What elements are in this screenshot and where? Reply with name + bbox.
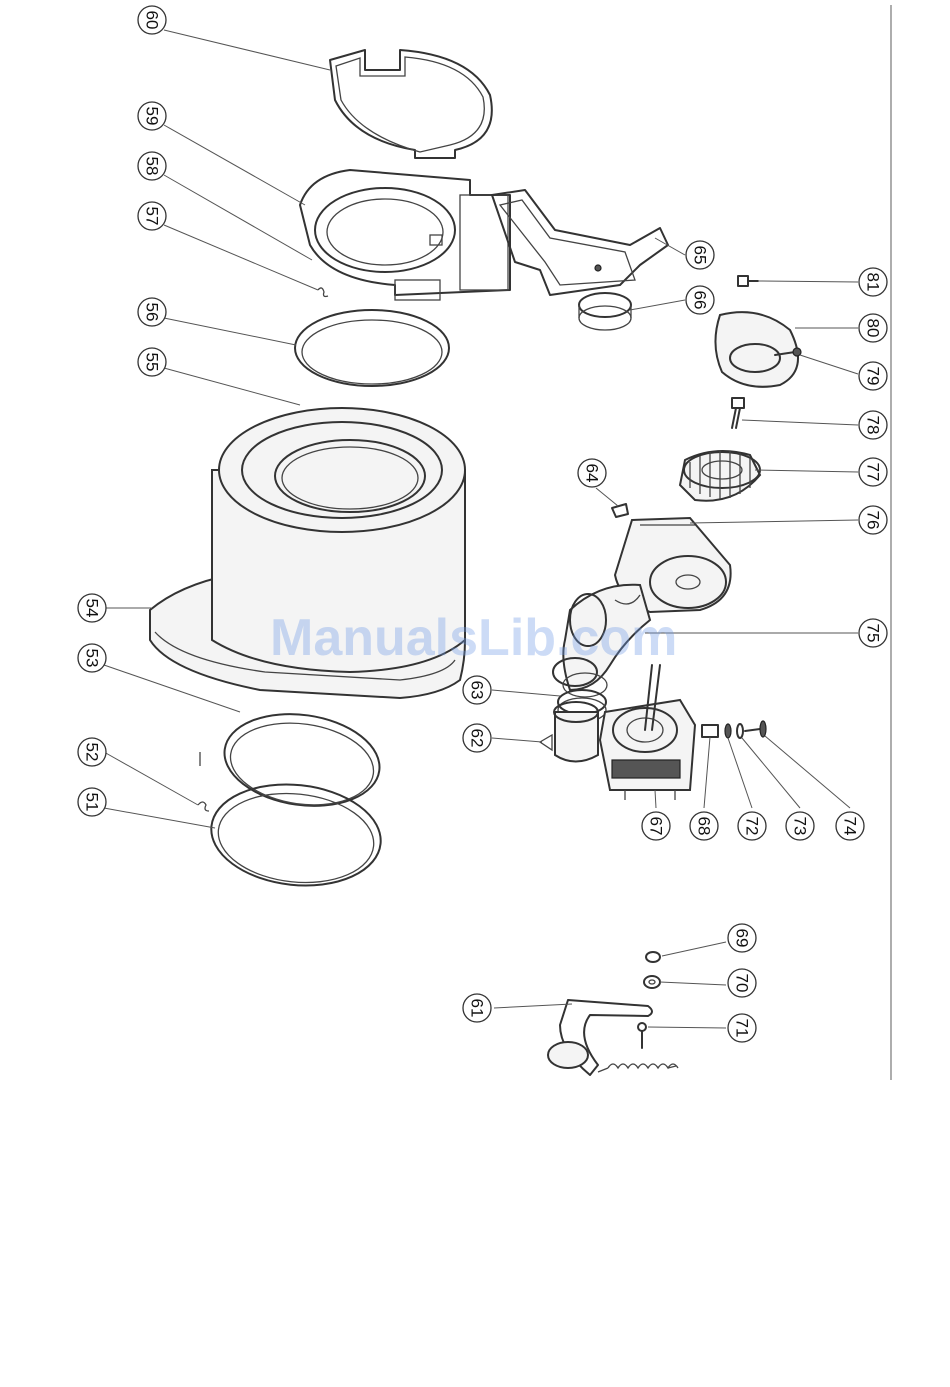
callout-54: 54: [78, 594, 106, 622]
callout-label-67: 67: [647, 817, 666, 836]
part-71-screw: [638, 1023, 646, 1048]
part-60-top-gasket: [330, 50, 492, 158]
callout-label-56: 56: [143, 303, 162, 322]
callout-label-69: 69: [733, 929, 752, 948]
part-65-duct-extension: [492, 190, 668, 295]
watermark-text: ManualsLib.com: [270, 609, 677, 667]
part-77-blower-wheel: [680, 451, 760, 501]
callout-77: 77: [859, 458, 887, 486]
callout-label-57: 57: [143, 207, 162, 226]
part-73-washer: [737, 724, 743, 738]
part-80-blower-plate: [715, 312, 798, 387]
callout-70: 70: [728, 969, 756, 997]
callout-label-64: 64: [583, 464, 602, 483]
callout-76: 76: [859, 506, 887, 534]
part-62-duct-collar: [540, 702, 598, 762]
part-57-clip: [318, 288, 328, 297]
part-74-screw: [745, 721, 766, 737]
callout-58: 58: [138, 152, 166, 180]
part-68-bushing: [702, 725, 718, 737]
callout-66: 66: [686, 286, 714, 314]
callout-75: 75: [859, 619, 887, 647]
callout-label-66: 66: [691, 291, 710, 310]
part-69-nut: [646, 952, 660, 962]
callout-label-52: 52: [83, 743, 102, 762]
callout-label-74: 74: [841, 817, 860, 836]
callout-label-58: 58: [143, 157, 162, 176]
callout-52: 52: [78, 738, 106, 766]
callout-65: 65: [686, 241, 714, 269]
callout-60: 60: [138, 6, 166, 34]
callout-81: 81: [859, 268, 887, 296]
part-67-motor: [600, 665, 695, 800]
callout-56: 56: [138, 298, 166, 326]
callout-68: 68: [690, 812, 718, 840]
part-81-screw: [738, 276, 758, 286]
callout-label-60: 60: [143, 11, 162, 30]
part-72-washer: [725, 724, 731, 738]
callout-label-78: 78: [864, 416, 883, 435]
callout-59: 59: [138, 102, 166, 130]
callout-63: 63: [463, 676, 491, 704]
part-61-lever-spring: [548, 1000, 678, 1075]
callout-61: 61: [463, 994, 491, 1022]
callout-label-51: 51: [83, 793, 102, 812]
callout-label-72: 72: [743, 817, 762, 836]
callout-label-70: 70: [733, 974, 752, 993]
callout-label-59: 59: [143, 107, 162, 126]
part-52-clip: [198, 752, 209, 811]
callout-label-73: 73: [791, 817, 810, 836]
callout-72: 72: [738, 812, 766, 840]
callout-57: 57: [138, 202, 166, 230]
callout-label-80: 80: [864, 319, 883, 338]
callout-label-71: 71: [733, 1019, 752, 1038]
callout-label-53: 53: [83, 649, 102, 668]
callout-label-61: 61: [468, 999, 487, 1018]
callout-73: 73: [786, 812, 814, 840]
callout-51: 51: [78, 788, 106, 816]
callout-71: 71: [728, 1014, 756, 1042]
callout-74: 74: [836, 812, 864, 840]
part-66-collar: [579, 293, 631, 330]
callout-78: 78: [859, 411, 887, 439]
callout-label-81: 81: [864, 273, 883, 292]
callout-69: 69: [728, 924, 756, 952]
callout-79: 79: [859, 362, 887, 390]
callout-label-65: 65: [691, 246, 710, 265]
part-70-nut: [644, 976, 660, 988]
callout-label-55: 55: [143, 353, 162, 372]
callout-label-79: 79: [864, 367, 883, 386]
callout-53: 53: [78, 644, 106, 672]
part-53-ring: [218, 705, 385, 816]
callout-67: 67: [642, 812, 670, 840]
callout-label-77: 77: [864, 463, 883, 482]
callout-label-68: 68: [695, 817, 714, 836]
callout-label-75: 75: [864, 624, 883, 643]
part-78-bolt: [732, 398, 744, 428]
callout-55: 55: [138, 348, 166, 376]
part-64-tab: [612, 504, 628, 517]
callout-label-63: 63: [468, 681, 487, 700]
part-56-ring: [295, 310, 449, 386]
callout-80: 80: [859, 314, 887, 342]
callout-62: 62: [463, 724, 491, 752]
callout-label-54: 54: [83, 599, 102, 618]
callout-64: 64: [578, 459, 606, 487]
part-59-mounting-frame: [300, 170, 510, 300]
callout-label-76: 76: [864, 511, 883, 530]
callout-label-62: 62: [468, 729, 487, 748]
